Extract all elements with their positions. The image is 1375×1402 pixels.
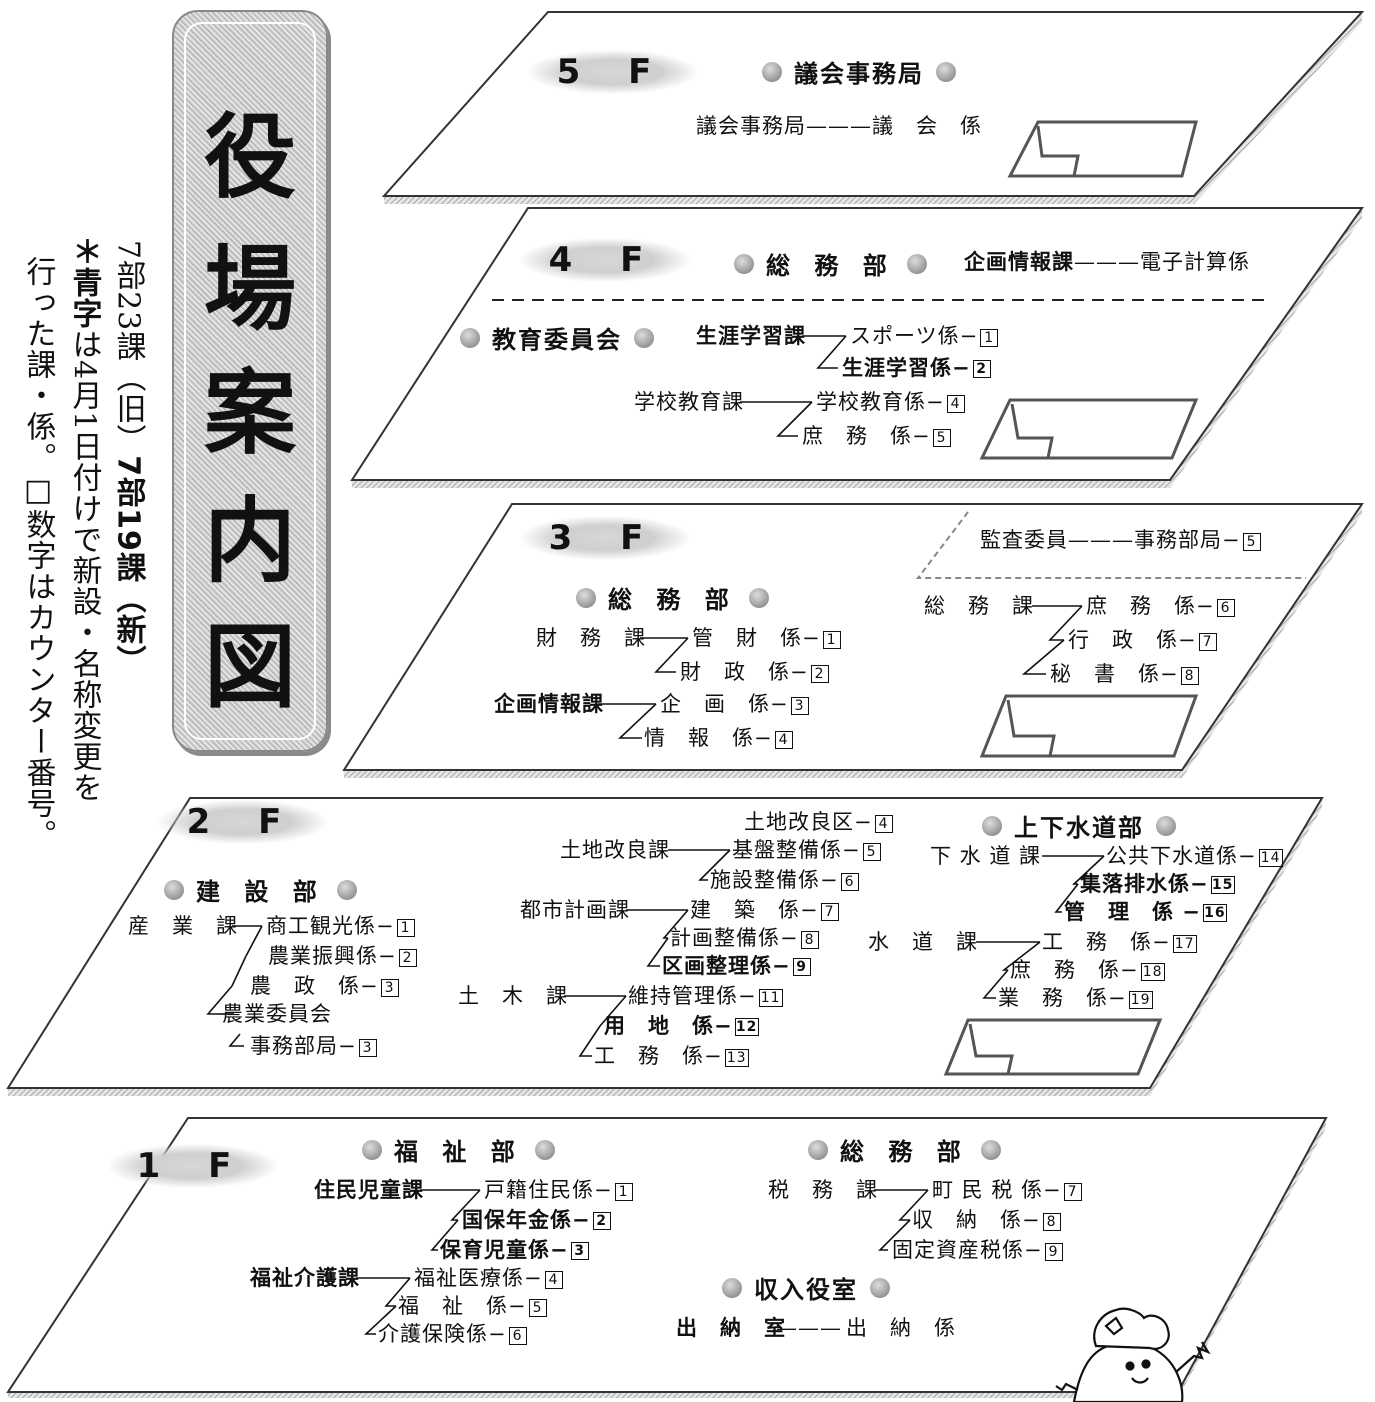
tochi-row-1: 基盤整備係−5 [732, 840, 881, 861]
gakko-row-1: 学校教育係−4 [816, 392, 965, 413]
floor-label-1f: 1 F [108, 1144, 278, 1188]
somuka-row-3: 秘 書 係−8 [1050, 664, 1199, 685]
gikai-row: 議会事務局———議 会 係 [696, 114, 982, 138]
tochiku-row: 土地改良区−4 [744, 812, 893, 833]
note-line-2: ＊青字は4月1日付けで新設・名称変更を [66, 236, 102, 804]
org-tree-lines [206, 335, 1105, 1335]
jumin-row-3: 保育児童係−3 [440, 1240, 589, 1261]
stairs-icon [979, 694, 1199, 758]
zaimu-row-1: 管 財 係−1 [692, 628, 841, 649]
tochi-row-2: 施設整備係−6 [710, 870, 859, 891]
floor-label-3f: 3 F [520, 516, 690, 560]
doboku-row-1: 維持管理係−11 [628, 986, 783, 1007]
toshi-row-2: 計画整備係−8 [670, 928, 819, 949]
section-kikaku: 企画情報課 [494, 692, 604, 716]
zei-row-1: 町 民 税 係−7 [932, 1180, 1082, 1201]
dept-kyoiku: 教育委員会 [460, 320, 654, 355]
section-gakko: 学校教育課 [634, 390, 744, 414]
mascot-character [1055, 1307, 1211, 1402]
dept-soumu-4f: 総 務 部 [734, 246, 927, 281]
sangyo-row-3: 農 政 係−3 [250, 976, 399, 997]
section-tochi: 土地改良課 [560, 838, 670, 862]
section-kaigo: 福祉介護課 [250, 1266, 360, 1290]
gesui-row-3: 管 理 係 −16 [1064, 900, 1227, 924]
suito-row-1: 出 納 係 [846, 1316, 956, 1340]
suido-row-3: 業 務 係−19 [998, 988, 1153, 1009]
kikaku-denshi: 企画情報課———電子計算係 [964, 250, 1250, 274]
dept-josui: 上下水道部 [982, 808, 1176, 843]
title-char: 内 [203, 488, 296, 595]
kikaku-row-2: 情 報 係−4 [644, 728, 793, 749]
kaigo-row-1: 福祉医療係−4 [414, 1268, 563, 1289]
section-zei: 税 務 課 [768, 1178, 878, 1202]
note-line-1: 7部23課（旧）7部19課（新） [110, 240, 146, 676]
stairs-icon [979, 398, 1199, 460]
jumin-row-2: 国保年金係−2 [462, 1210, 611, 1231]
title-char: 役 [203, 104, 296, 211]
kaigo-row-3: 介護保険係−6 [378, 1324, 527, 1345]
dept-soumu-1f: 総 務 部 [808, 1132, 1001, 1167]
kaigo-row-2: 福 祉 係−5 [398, 1296, 547, 1317]
gesui-row-1: 公共下水道係−14 [1106, 846, 1283, 867]
shogai-row-1: スポーツ係−1 [850, 326, 999, 347]
section-somuka: 総 務 課 [924, 594, 1034, 618]
gakko-row-2: 庶 務 係−5 [802, 426, 951, 447]
sangyo-row-5: 事務部局−3 [250, 1036, 377, 1057]
title-char: 場 [203, 236, 296, 343]
section-toshi: 都市計画課 [520, 898, 630, 922]
section-shogai: 生涯学習課 [696, 324, 806, 348]
zei-row-3: 固定資産税係−9 [892, 1240, 1063, 1261]
floor-label-2f: 2 F [158, 800, 328, 844]
title-char: 案 [203, 360, 296, 467]
dept-gikai: 議会事務局 [762, 54, 956, 89]
dept-soumu-3f: 総 務 部 [576, 580, 769, 615]
floor-label-5f: 5 F [528, 50, 698, 94]
title-char: 図 [203, 614, 296, 721]
shogai-row-2: 生涯学習係−2 [842, 358, 991, 379]
title-box: 役 場 案 内 図 [172, 10, 328, 752]
suido-row-1: 工 務 係−17 [1042, 932, 1197, 953]
section-doboku: 土 木 課 [458, 984, 568, 1008]
section-gesui: 下 水 道 課 [930, 844, 1042, 868]
suido-row-2: 庶 務 係−18 [1010, 960, 1165, 981]
dept-fukushi: 福 祉 部 [362, 1132, 555, 1167]
somuka-row-2: 行 政 係−7 [1068, 630, 1217, 651]
toshi-row-1: 建 築 係−7 [690, 900, 839, 921]
toshi-row-3: 区画整理係−9 [662, 956, 811, 977]
section-sangyo: 産 業 課 [128, 914, 238, 938]
dept-shunyu: 収入役室 [722, 1270, 890, 1305]
jumin-row-1: 戸籍住民係−1 [484, 1180, 633, 1201]
sangyo-row-1: 商工観光係−1 [266, 916, 415, 937]
floor-label-4f: 4 F [520, 238, 690, 282]
doboku-row-2: 用 地 係−12 [604, 1014, 759, 1038]
somuka-row-1: 庶 務 係−6 [1086, 596, 1235, 617]
kikaku-row-1: 企 画 係−3 [660, 694, 809, 715]
stairs-icon [943, 1018, 1163, 1076]
zaimu-row-2: 財 政 係−2 [680, 662, 829, 683]
doboku-row-3: 工 務 係−13 [594, 1046, 749, 1067]
sangyo-row-4: 農業委員会 [222, 1002, 332, 1026]
note-line-3: 行った課・係。□数字はカウンター番号。 [20, 256, 56, 850]
sangyo-row-2: 農業振興係−2 [268, 946, 417, 967]
dept-kensetsu: 建 設 部 [164, 872, 357, 907]
section-suido: 水 道 課 [868, 930, 978, 954]
section-suito: 出 納 室 [676, 1316, 786, 1340]
section-jumin: 住民児童課 [314, 1178, 424, 1202]
suito-connector: ——— [776, 1316, 842, 1340]
stairs-icon [1007, 120, 1198, 178]
gesui-row-2: 集落排水係−15 [1080, 872, 1235, 896]
section-zaimu: 財 務 課 [536, 626, 646, 650]
zei-row-2: 収 納 係−8 [912, 1210, 1061, 1231]
kansa-row: 監査委員———事務部局−5 [980, 530, 1261, 551]
floor-5-plate [381, 11, 1365, 204]
